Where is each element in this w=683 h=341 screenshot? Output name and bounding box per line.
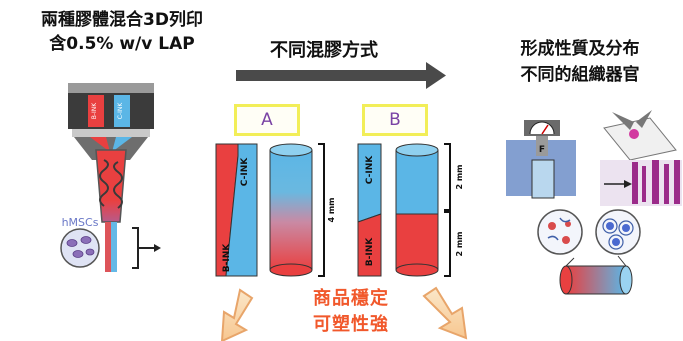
right-illustration: F bbox=[506, 110, 682, 295]
process-arrow bbox=[236, 62, 446, 89]
cell-circle-left bbox=[537, 209, 583, 255]
panel-b: C-INK B-INK 2 mm 2 mm bbox=[357, 143, 464, 277]
nozzle-housing bbox=[74, 137, 148, 160]
panel-a-b-ink-label: B-INK bbox=[222, 243, 232, 272]
b-ink-cartridge-label: B-INK bbox=[91, 102, 98, 120]
c-ink-cartridge-label: C-INK bbox=[117, 102, 124, 120]
printer-frame bbox=[68, 93, 154, 129]
right-title-line1: 形成性質及分布 bbox=[520, 39, 640, 59]
label-box-b: B bbox=[362, 104, 428, 136]
printer-top-cap bbox=[68, 83, 154, 93]
down-left-arrow bbox=[220, 288, 254, 341]
right-title-line2: 不同的組織器官 bbox=[520, 65, 640, 85]
printer-collar bbox=[72, 129, 150, 137]
gauge-force-label: F bbox=[539, 145, 545, 155]
center-title: 不同混膠方式 bbox=[270, 40, 378, 61]
panel-b-cylinder-top bbox=[395, 149, 439, 215]
histology-stain bbox=[600, 160, 682, 206]
nozzle-body bbox=[95, 149, 127, 223]
panel-a-c-ink-region bbox=[225, 143, 258, 277]
panel-a-height-label: 4 mm bbox=[327, 197, 336, 222]
panel-a-cylinder bbox=[269, 149, 313, 271]
graded-construct bbox=[565, 265, 627, 295]
property-text: 商品穩定 可塑性強 bbox=[296, 286, 406, 338]
panel-b-c-ink-label: C-INK bbox=[365, 155, 375, 184]
b-ink-cartridge bbox=[88, 95, 104, 127]
c-ink-cartridge bbox=[114, 95, 130, 127]
cells-label: hMSCs bbox=[62, 216, 99, 229]
panel-a-c-ink-label: C-INK bbox=[240, 157, 250, 186]
panel-b-b-ink-label: B-INK bbox=[365, 237, 375, 266]
printing-plate bbox=[603, 117, 677, 161]
label-box-a: A bbox=[234, 104, 300, 136]
down-right-arrow bbox=[422, 286, 468, 340]
property-text-line2: 可塑性強 bbox=[313, 314, 389, 335]
cell-circle-right bbox=[595, 209, 641, 255]
left-title: 兩種膠體混合3D列印 含0.5% w/v LAP bbox=[6, 8, 238, 56]
right-title: 形成性質及分布 不同的組織器官 bbox=[480, 36, 680, 88]
property-text-line1: 商品穩定 bbox=[313, 288, 389, 309]
panel-b-b-ink-region bbox=[357, 213, 382, 277]
left-title-line2: 含0.5% w/v LAP bbox=[49, 34, 195, 54]
static-mixer bbox=[99, 159, 123, 209]
printer-illustration: B-INK C-INK hMSCs bbox=[60, 83, 161, 272]
panel-b-bottom-height-label: 2 mm bbox=[455, 231, 464, 256]
cells-magnifier bbox=[60, 228, 100, 268]
panel-b-cylinder-bottom bbox=[395, 213, 439, 271]
left-title-line1: 兩種膠體混合3D列印 bbox=[41, 10, 203, 30]
panel-a: C-INK B-INK 4 mm bbox=[215, 143, 336, 277]
panel-b-top-height-label: 2 mm bbox=[455, 164, 464, 189]
